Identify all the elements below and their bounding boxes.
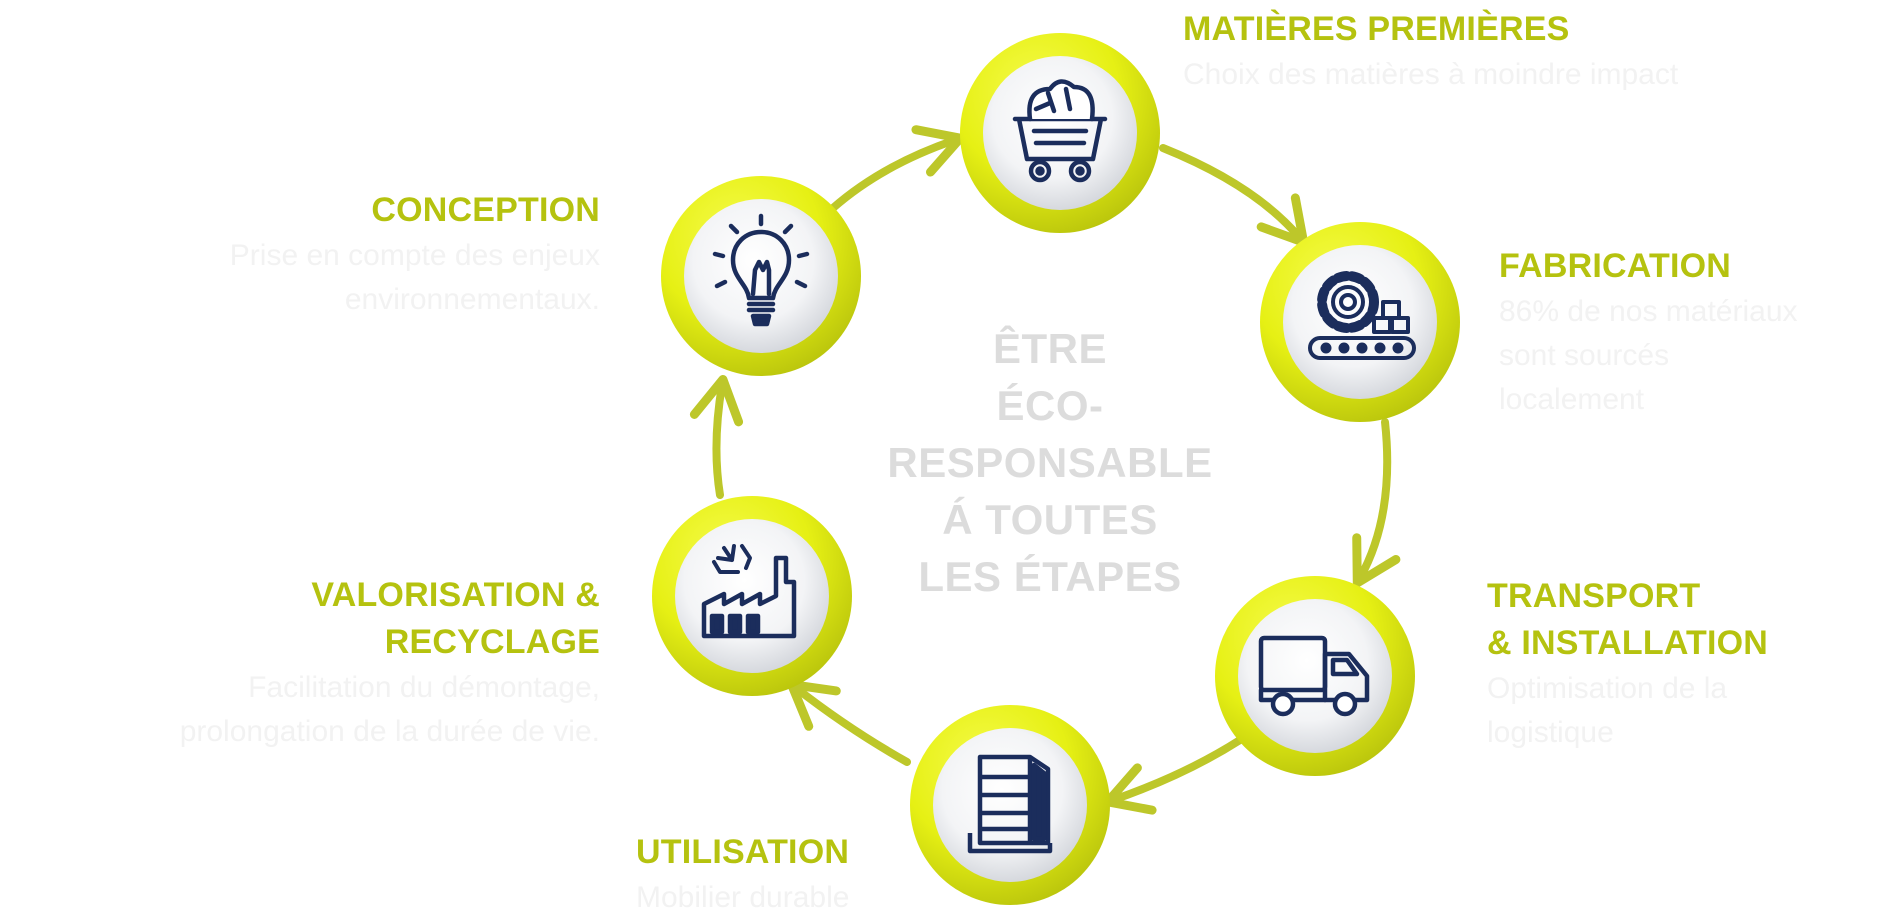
label-fabrication: FABRICATION 86% de nos matériaux sont so… — [1499, 243, 1798, 422]
stage-title: TRANSPORT — [1487, 577, 1701, 615]
stage-description: sont sourcés — [1499, 339, 1670, 372]
stage-title: FABRICATION — [1499, 247, 1731, 285]
cycle-arrows — [689, 125, 1401, 815]
label-transport: TRANSPORT & INSTALLATION Optimisation de… — [1487, 573, 1768, 755]
stage-description: localement — [1499, 383, 1645, 416]
center-title-line: Á TOUTES — [942, 496, 1158, 543]
stage-description: prolongation de la durée de vie. — [179, 715, 600, 748]
label-conception: CONCEPTION Prise en compte des enjeux en… — [230, 187, 600, 322]
stage-description: Facilitation du démontage, — [248, 671, 600, 704]
label-utilisation: UTILISATION Mobilier durable — [636, 829, 849, 920]
center-title-line: LES ÉTAPES — [918, 553, 1182, 600]
lightbulb-icon — [712, 213, 810, 327]
stage-title: & INSTALLATION — [1487, 624, 1769, 662]
stage-title: VALORISATION & — [311, 576, 600, 614]
arrow-matieres-to-fabrication — [1159, 144, 1309, 247]
arrow-fabrication-to-transport — [1352, 418, 1401, 588]
stage-title: RECYCLAGE — [384, 623, 600, 661]
recycling-factory-icon — [701, 544, 797, 639]
stage-title: UTILISATION — [636, 833, 850, 871]
stage-node-utilisation — [910, 705, 1110, 905]
factory-gear-conveyor-icon — [1308, 271, 1416, 360]
stage-description: Mobilier durable — [636, 881, 850, 914]
center-title-line: ÉCO- — [996, 382, 1104, 429]
label-valorisation: VALORISATION & RECYCLAGE Facilitation du… — [180, 572, 600, 754]
label-matieres: MATIÈRES PREMIÈRES Choix des matières à … — [1183, 6, 1678, 97]
center-title: ÊTRE ÉCO- RESPONSABLE Á TOUTES LES ÉTAPE… — [870, 320, 1230, 605]
center-title-line: ÊTRE — [992, 325, 1107, 372]
stage-title: MATIÈRES PREMIÈRES — [1183, 10, 1570, 48]
stage-node-fabrication — [1260, 222, 1460, 422]
stage-description: Choix des matières à moindre impact — [1183, 58, 1679, 91]
arrow-valorisation-to-conception — [689, 374, 744, 499]
stage-description: 86% de nos matériaux — [1499, 295, 1798, 328]
delivery-truck-icon — [1258, 635, 1370, 717]
arrow-conception-to-matieres — [829, 125, 965, 212]
stage-node-transport — [1215, 576, 1415, 776]
arrow-utilisation-to-valorisation — [787, 680, 911, 766]
stage-description: Prise en compte des enjeux — [229, 239, 600, 272]
stage-node-valorisation — [652, 496, 852, 696]
stage-title: CONCEPTION — [371, 191, 600, 229]
center-title-line: RESPONSABLE — [887, 439, 1213, 486]
mine-cart-icon — [1012, 79, 1108, 183]
stage-description: environnementaux. — [344, 283, 600, 316]
arrow-transport-to-utilisation — [1103, 736, 1244, 815]
stage-description: logistique — [1487, 716, 1614, 749]
stage-node-conception — [661, 176, 861, 376]
display-shelf-icon — [967, 754, 1053, 854]
stage-description: Optimisation de la — [1487, 672, 1728, 705]
stage-node-matieres — [960, 33, 1160, 233]
